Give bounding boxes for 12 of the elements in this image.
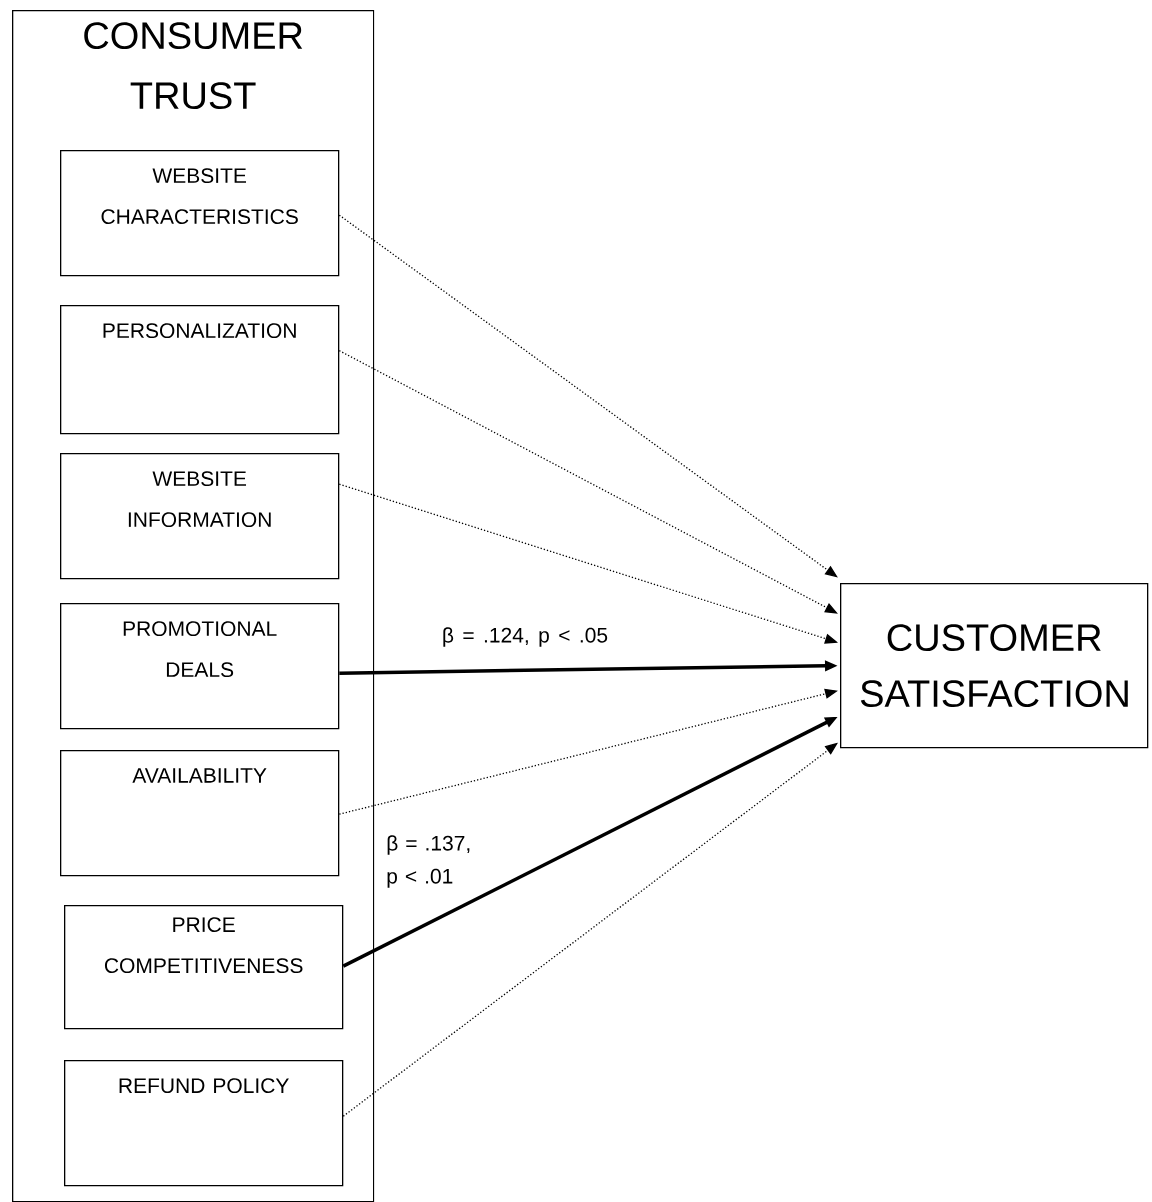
factor-box: WEBSITE CHARACTERISTICS xyxy=(60,150,340,277)
factor-box: PROMOTIONAL DEALS xyxy=(60,603,340,730)
arrow xyxy=(338,350,838,614)
edge-label: β = .137, p < .01 xyxy=(387,835,470,888)
factor-box: WEBSITE INFORMATION xyxy=(60,453,340,580)
outcome-box: CUSTOMER SATISFACTION xyxy=(840,583,1149,749)
factor-box: PRICE COMPETITIVENESS xyxy=(64,905,344,1030)
arrow xyxy=(338,214,838,578)
factor-box: PERSONALIZATION xyxy=(60,305,340,435)
edge-label: β = .124, p < .05 xyxy=(443,627,608,647)
factor-box: AVAILABILITY xyxy=(60,750,340,877)
factor-box: REFUND POLICY xyxy=(64,1060,344,1187)
